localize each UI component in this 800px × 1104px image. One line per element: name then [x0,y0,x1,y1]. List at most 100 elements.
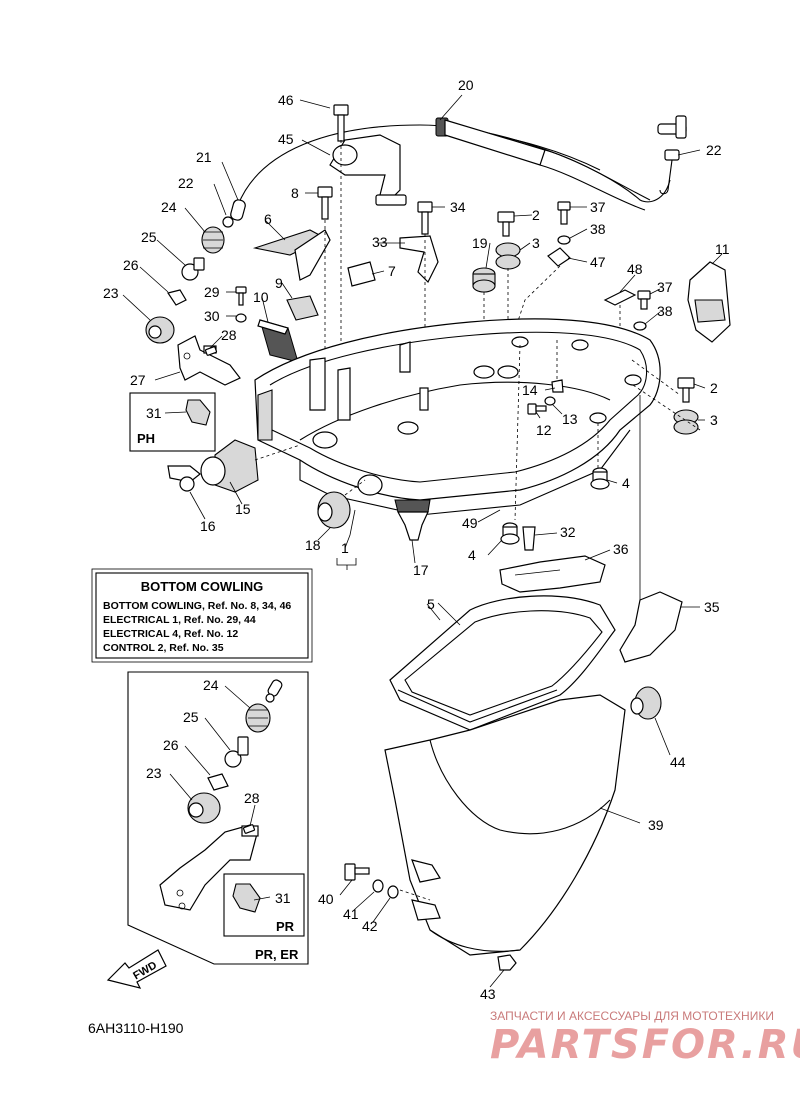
grommet-23-icon [145,316,175,344]
grommet-19-icon [472,267,496,293]
seal-5 [389,595,616,731]
grommet-24-icon [201,226,225,254]
callout-3-top: 3 [532,235,540,251]
callout-21: 21 [196,149,212,165]
callout-7: 7 [388,263,396,279]
pr-er-label: PR, ER [255,947,299,962]
ref-line-2: ELECTRICAL 1, Ref. No. 29, 44 [103,614,256,626]
ph-detail-box [129,392,216,452]
fitting-25-icon [181,257,205,281]
callout-36: 36 [613,541,629,557]
callout-6: 6 [264,211,272,227]
lower-cover-39 [384,694,626,956]
cover-36 [499,555,606,593]
clip-32-icon [522,526,536,551]
bolt-2b-icon [677,377,695,403]
washer-41-icon [372,879,384,893]
callout-22: 22 [706,142,722,158]
ref-box-text: BOTTOM COWLING BOTTOM COWLING, Ref. No. … [103,579,291,654]
grommet-24b-icon [245,703,271,733]
callout-10: 10 [253,289,269,305]
callout-49: 49 [462,515,478,531]
ph-label: PH [137,431,155,446]
callout-46: 46 [278,92,294,108]
callout-41: 41 [343,906,359,922]
drawing-code: 6AH3110-H190 [88,1020,184,1036]
callout-37-top: 37 [590,199,606,215]
callout-29: 29 [204,284,220,300]
callout-37-right: 37 [657,279,673,295]
bolt-34-icon [417,201,433,235]
damper-3b-icon [673,409,699,435]
bolt-46-icon [333,104,349,142]
callout-24-pr: 24 [203,677,219,693]
callout-40: 40 [318,891,334,907]
callout-15: 15 [235,501,251,517]
screw-12-icon [527,403,547,415]
holder-47-icon [547,247,571,267]
callout-2-right: 2 [710,380,718,396]
nut-43-icon [497,954,517,971]
bracket-27 [177,335,241,386]
callout-38-right: 38 [657,303,673,319]
clip-7-icon [347,261,376,287]
washer-38-icon [557,235,571,245]
clamp-26b-icon [207,773,229,791]
washer-42-icon [387,885,399,899]
grommet-44-icon [630,686,662,720]
grommet-15-icon [200,439,259,493]
callout-30: 30 [204,308,220,324]
ref-box-title: BOTTOM COWLING [141,579,264,594]
callout-4-right: 4 [622,475,630,491]
ref-line-4: CONTROL 2, Ref. No. 35 [103,642,224,654]
callout-16: 16 [200,518,216,534]
screw-37-icon [557,201,571,225]
pad-10-icon [257,319,299,363]
damper-3-icon [495,242,521,270]
grommet-17-icon [394,499,431,541]
collar-4b-icon [500,522,520,545]
callout-5: 5 [427,596,435,612]
callout-labels: 46 45 20 21 22 22 24 25 26 23 6 8 34 33 … [103,77,730,1002]
bracket-11 [687,261,731,343]
cover-35 [619,591,683,663]
watermark-caption: ЗАПЧАСТИ И АКСЕССУАРЫ ДЛЯ МОТОТЕХНИКИ [490,1009,774,1023]
grommet-18-icon [317,491,351,529]
callout-45: 45 [278,131,294,147]
ref-box [91,568,313,663]
callout-17: 17 [413,562,429,578]
cap-21-icon [230,199,246,221]
callout-23: 23 [103,285,119,301]
hose-cap-icon [265,679,283,703]
callout-2-top: 2 [532,207,540,223]
grommet-23b-icon [187,792,221,824]
screw-28-icon [204,346,218,356]
callout-26-pr: 26 [163,737,179,753]
screw-37b-icon [637,290,651,310]
callout-18: 18 [305,537,321,553]
callout-44: 44 [670,754,686,770]
callout-39: 39 [648,817,664,833]
callout-1: 1 [341,540,349,556]
callout-26: 26 [123,257,139,273]
callout-28: 28 [221,327,237,343]
callout-19: 19 [472,235,488,251]
callout-9: 9 [275,275,283,291]
callout-31: 31 [146,405,162,421]
callout-4-lower: 4 [468,547,476,563]
pr-label: PR [276,919,295,934]
watermark-logo: PARTSFOR.RU [490,1022,800,1068]
callout-25: 25 [141,229,157,245]
callout-27: 27 [130,372,146,388]
callout-11: 11 [715,241,730,257]
callout-48: 48 [627,261,643,277]
callout-43: 43 [480,986,496,1002]
callout-22-left: 22 [178,175,194,191]
callout-33: 33 [372,234,388,250]
ref-line-1: BOTTOM COWLING, Ref. No. 8, 34, 46 [103,600,291,612]
bolt-2-icon [497,211,515,237]
label-48-icon [603,289,637,306]
watermark: ЗАПЧАСТИ И АКСЕССУАРЫ ДЛЯ МОТОТЕХНИКИ PA… [490,1009,800,1068]
leader-lines [122,94,723,988]
